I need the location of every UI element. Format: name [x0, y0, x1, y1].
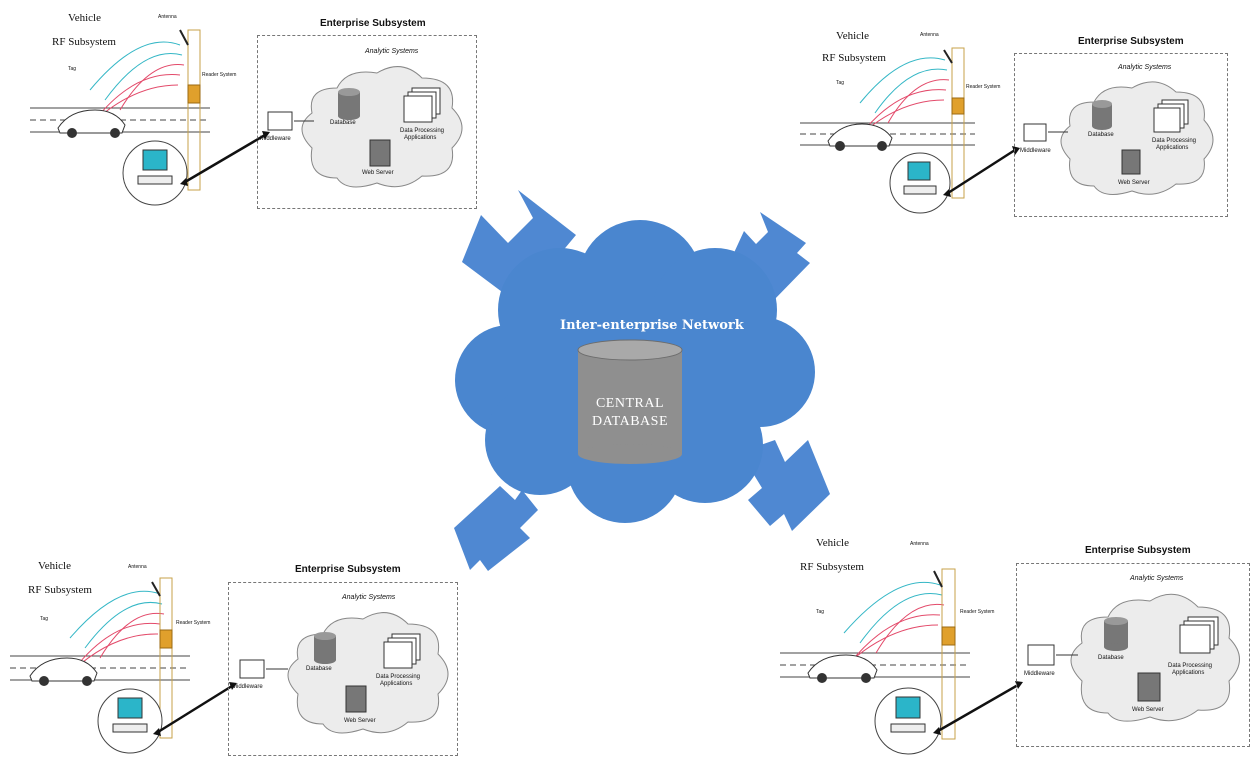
enterprise-box: [228, 582, 458, 756]
subsystem-bottom-left: Vehicle RF Subsystem Antenna Tag Reader …: [10, 558, 460, 758]
middleware-label: Middleware: [1020, 148, 1051, 154]
dpa-label-1: Data Processing: [376, 674, 421, 680]
database-label: Database: [1098, 655, 1124, 661]
web-server-label: Web Server: [1132, 707, 1164, 713]
rf-subsystem-label: RF Subsystem: [822, 52, 886, 64]
reader-system-label: Reader System: [966, 84, 1001, 90]
tag-label: Tag: [40, 616, 49, 622]
analytic-systems-label: Analytic Systems: [365, 48, 419, 55]
inter-enterprise-cloud: [455, 220, 815, 523]
enterprise-title: Enterprise Subsystem: [295, 564, 401, 575]
analytic-systems-label: Analytic Systems: [1130, 575, 1184, 582]
database-label: Database: [1088, 132, 1114, 138]
enterprise-box: [1016, 563, 1250, 747]
enterprise-icons: [1027, 616, 1219, 702]
enterprise-icons: [1023, 99, 1189, 175]
vehicle-label: Vehicle: [816, 537, 849, 549]
enterprise-icons: [267, 87, 441, 167]
rf-scene: [780, 568, 1023, 755]
tag-label: Tag: [816, 609, 825, 615]
enterprise-icons: [239, 632, 421, 713]
dpa-label-2: Applications: [404, 135, 437, 141]
middleware-label: Middleware: [232, 684, 263, 690]
link-arrow-bottom-left: [454, 486, 538, 571]
tag-label: Tag: [836, 80, 845, 86]
central-db-line1: CENTRAL: [595, 396, 665, 411]
dpa-label-2: Applications: [1156, 145, 1189, 151]
network-label: Inter-enterprise Network: [560, 318, 744, 333]
rf-subsystem-label: RF Subsystem: [28, 584, 92, 596]
web-server-label: Web Server: [362, 170, 394, 176]
link-arrow-top-left: [462, 190, 576, 315]
enterprise-title: Enterprise Subsystem: [320, 18, 426, 29]
rf-subsystem-label: RF Subsystem: [800, 561, 864, 573]
analytic-systems-label: Analytic Systems: [1118, 64, 1172, 71]
dpa-label-1: Data Processing: [1152, 138, 1197, 144]
link-arrow-bottom-right: [740, 440, 830, 531]
central-db-line2: DATABASE: [592, 414, 668, 429]
database-label: Database: [330, 120, 356, 126]
vehicle-label: Vehicle: [68, 12, 101, 24]
rf-scene: [800, 47, 1020, 214]
dpa-label-1: Data Processing: [1168, 663, 1213, 669]
enterprise-title: Enterprise Subsystem: [1085, 545, 1191, 556]
reader-system-label: Reader System: [202, 72, 237, 78]
antenna-label: Antenna: [128, 564, 147, 570]
rf-scene: [30, 29, 270, 206]
database-label: Database: [306, 666, 332, 672]
analytic-systems-label: Analytic Systems: [342, 594, 396, 601]
antenna-label: Antenna: [158, 14, 177, 20]
web-server-label: Web Server: [1118, 180, 1150, 186]
enterprise-box: [1014, 53, 1228, 217]
rf-scene: [10, 577, 237, 754]
middleware-label: Middleware: [260, 136, 291, 142]
middleware-label: Middleware: [1024, 671, 1055, 677]
subsystem-top-right: Vehicle RF Subsystem Antenna Tag Reader …: [800, 28, 1230, 218]
enterprise-box: [257, 35, 477, 209]
dpa-label-2: Applications: [1172, 670, 1205, 676]
subsystem-bottom-right: Vehicle RF Subsystem Antenna Tag Reader …: [780, 535, 1252, 757]
web-server-label: Web Server: [344, 718, 376, 724]
antenna-label: Antenna: [920, 32, 939, 38]
rf-subsystem-label: RF Subsystem: [52, 36, 116, 48]
enterprise-title: Enterprise Subsystem: [1078, 36, 1184, 47]
dpa-label-1: Data Processing: [400, 128, 445, 134]
reader-system-label: Reader System: [176, 620, 211, 626]
antenna-label: Antenna: [910, 541, 929, 547]
vehicle-label: Vehicle: [836, 30, 869, 42]
dpa-label-2: Applications: [380, 681, 413, 687]
vehicle-label: Vehicle: [38, 560, 71, 572]
central-database-icon: [577, 339, 683, 464]
subsystem-top-left: Vehicle RF Subsystem Antenna Tag Reader …: [30, 10, 480, 210]
tag-label: Tag: [68, 66, 77, 72]
reader-system-label: Reader System: [960, 609, 995, 615]
